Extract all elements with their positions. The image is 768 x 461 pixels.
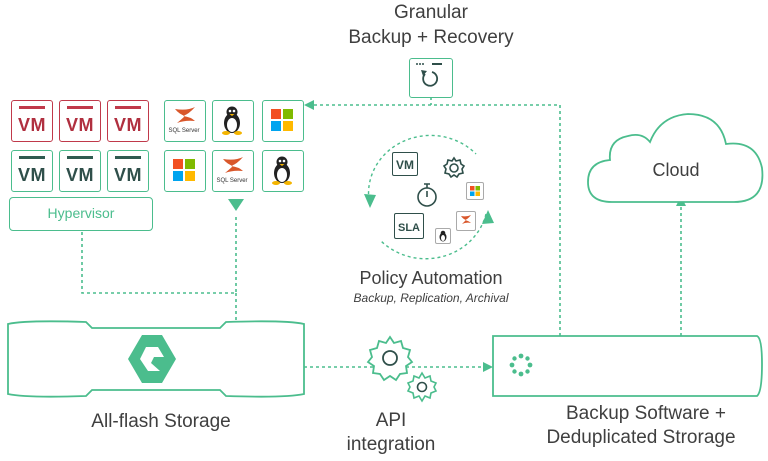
restore-icon: [416, 63, 442, 87]
backup-label-line1: Backup Software +: [565, 403, 726, 424]
sql-server-icon: [461, 215, 471, 224]
apps-down-arrow: [228, 199, 244, 211]
vm-tile: VM: [107, 150, 149, 192]
vm-tile: VM: [59, 150, 101, 192]
hypervisor-box: Hypervisor: [9, 197, 153, 231]
gear-icon: [442, 156, 466, 179]
windows-icon: [271, 109, 293, 131]
app-tile-linux: [262, 150, 304, 192]
policy-windows-tile: [466, 182, 484, 200]
pure-storage-logo: [128, 335, 176, 383]
vm-tile: VM: [107, 100, 149, 142]
windows-icon: [470, 186, 480, 196]
policy-cycle: [364, 134, 494, 260]
cluster-icon: [509, 353, 533, 377]
api-label-line1: API: [375, 410, 407, 431]
policy-sla-icon: SLA: [394, 213, 424, 239]
linux-tux-icon: [439, 230, 447, 242]
sql-server-icon: SQL Server: [168, 107, 200, 134]
policy-sql-tile: [456, 211, 476, 231]
granular-restore-box: [409, 58, 453, 98]
policy-linux-tile: [435, 228, 451, 244]
backup-label-line2: Deduplicated Strorage: [546, 427, 736, 448]
policy-subtitle: Backup, Replication, Archival: [353, 291, 509, 305]
vm-tile: VM: [11, 100, 53, 142]
cloud-label: Cloud: [652, 160, 700, 180]
cloud-icon: [587, 113, 764, 203]
linux-tux-icon: [272, 156, 292, 185]
gear-icon: [406, 371, 438, 403]
granular-title-line1: Granular: [394, 2, 468, 23]
app-tile-sql-server: SQL Server: [212, 150, 254, 192]
linux-tux-icon: [222, 106, 242, 135]
app-tile-windows: [262, 100, 304, 142]
vm-tile: VM: [11, 150, 53, 192]
api-label-line2: integration: [346, 434, 436, 455]
policy-vm-icon: VM: [392, 152, 418, 176]
storage-label: All-flash Storage: [91, 411, 231, 432]
svg-text:SQL Server: SQL Server: [168, 128, 199, 134]
app-tile-windows: [164, 150, 206, 192]
stopwatch-icon: [417, 183, 437, 207]
backup-appliance: [492, 335, 763, 397]
app-tile-sql-server: SQL Server: [164, 100, 206, 142]
sql-server-icon: SQL Server: [216, 157, 248, 184]
app-tile-linux: [212, 100, 254, 142]
gear-icon: [366, 335, 414, 382]
granular-title-line2: Backup + Recovery: [348, 27, 514, 48]
svg-text:SQL Server: SQL Server: [216, 178, 247, 184]
vm-tile: VM: [59, 100, 101, 142]
policy-title: Policy Automation: [359, 268, 503, 288]
windows-icon: [173, 159, 195, 181]
